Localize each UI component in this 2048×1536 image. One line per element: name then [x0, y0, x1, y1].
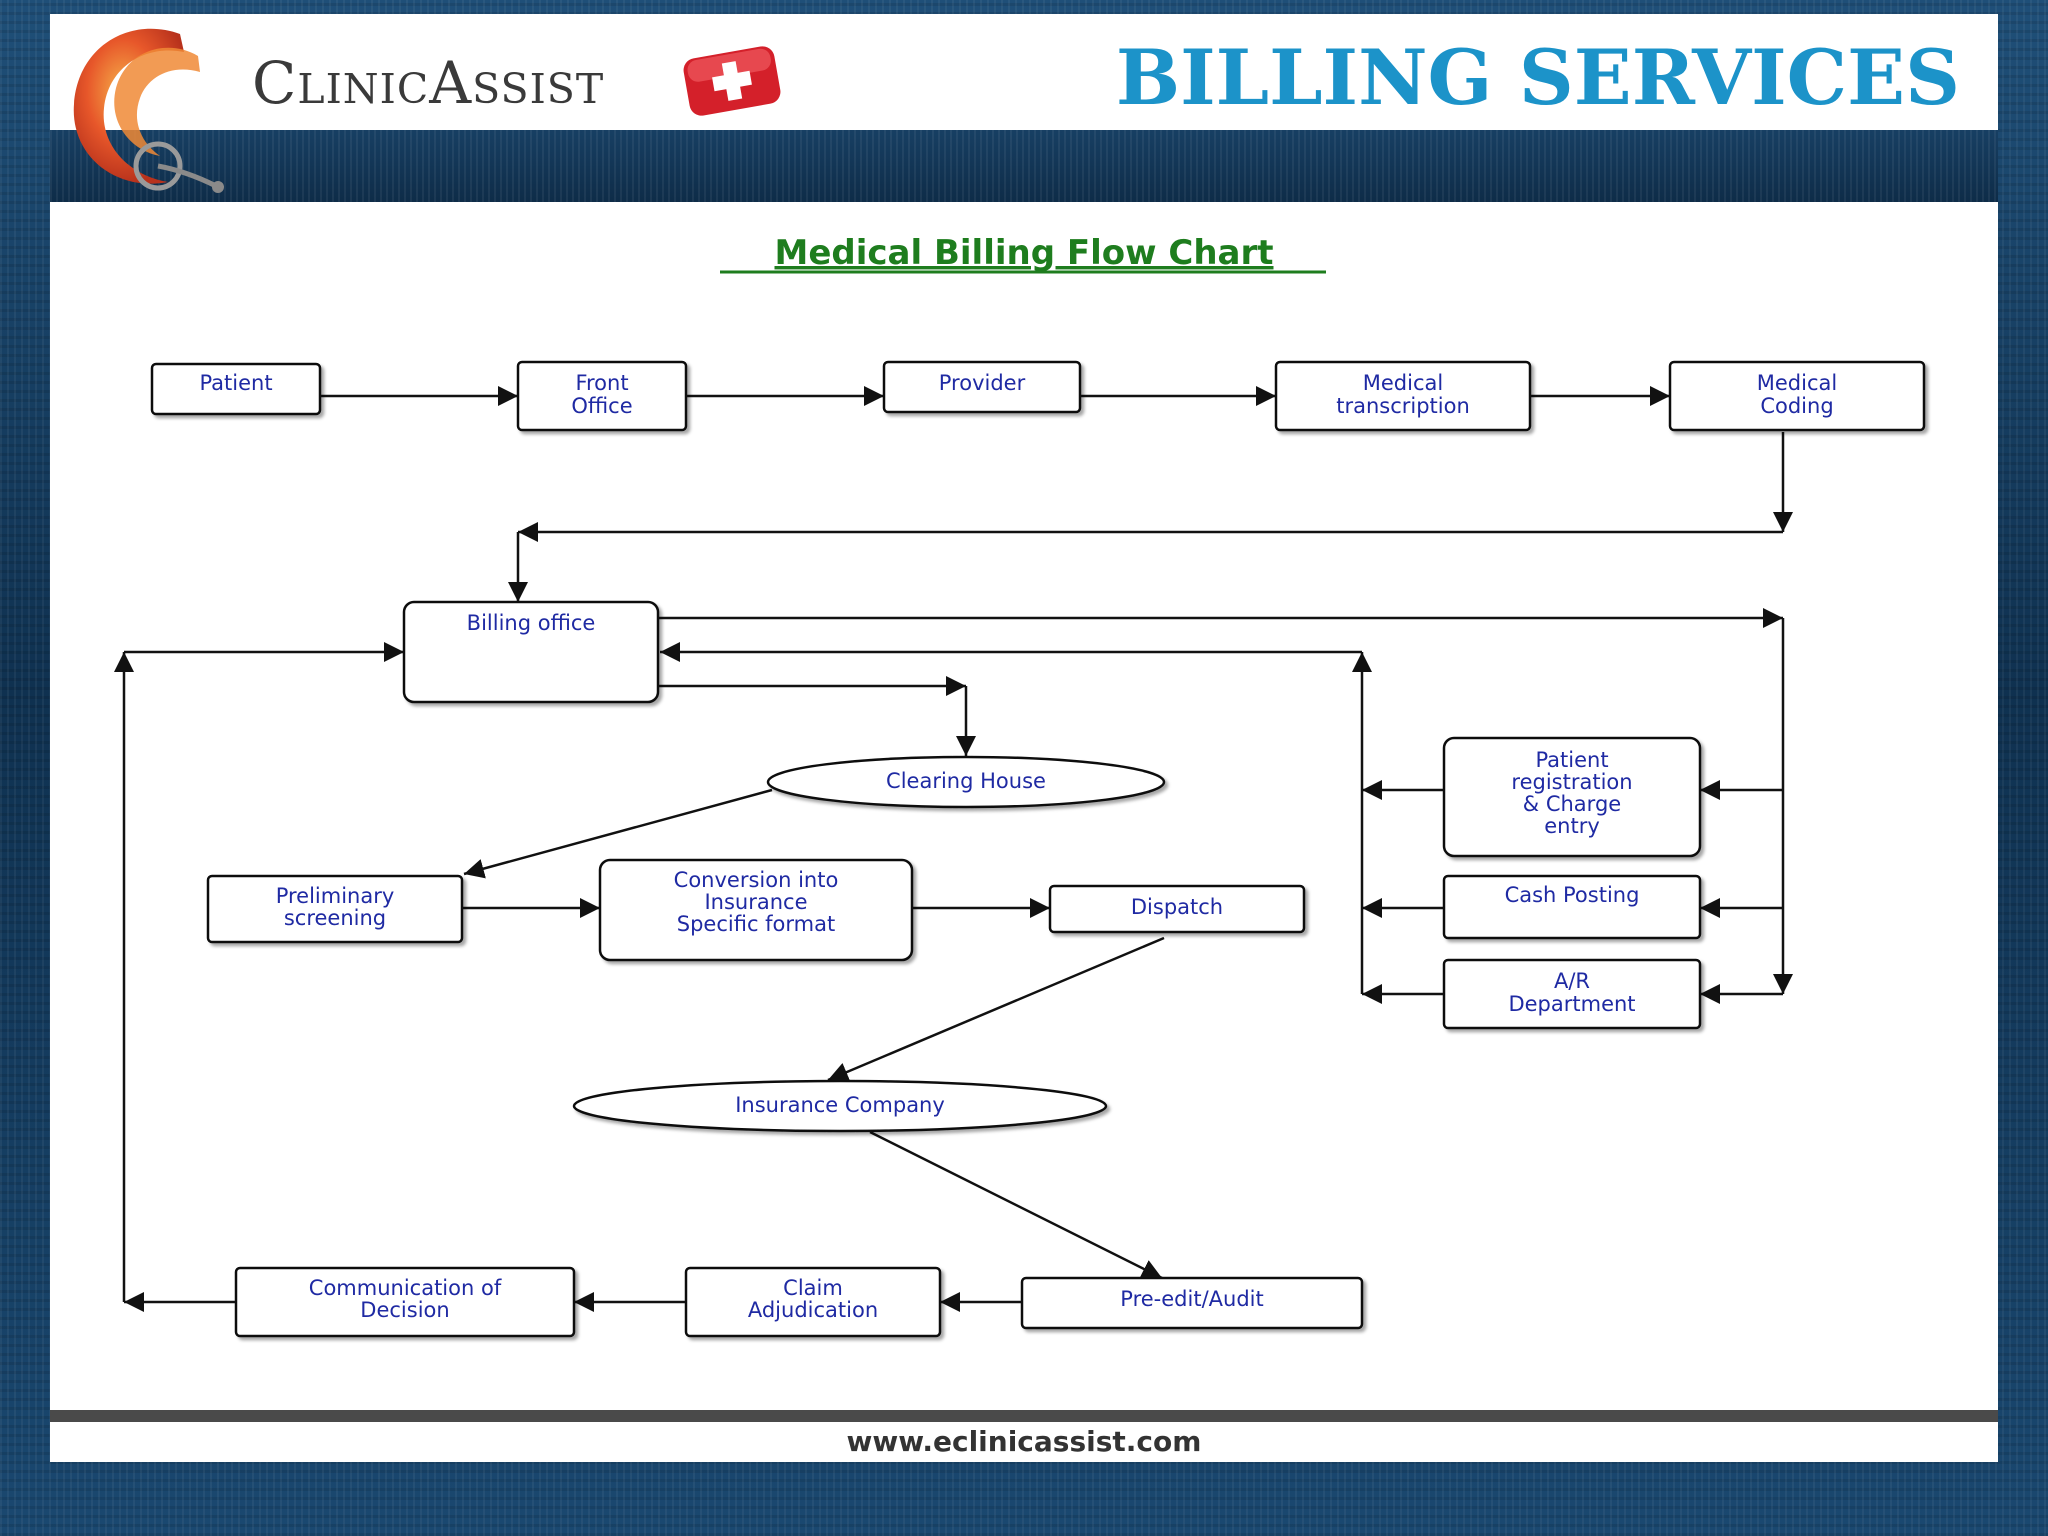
node-preliminary-screening-line-2: screening — [284, 906, 386, 930]
node-patient-registration-line-1: Patient — [1535, 748, 1608, 772]
node-billing-office-label: Billing office — [467, 611, 596, 635]
node-cash-posting: Cash Posting — [1442, 874, 1702, 940]
brand-wordmark: ClinicAssist — [252, 49, 605, 117]
node-communication-line-1: Communication of — [309, 1276, 502, 1300]
node-communication-line-2: Decision — [360, 1298, 449, 1322]
node-communication-of-decision: Communication of Decision — [234, 1266, 576, 1338]
node-pre-edit-audit-label: Pre-edit/Audit — [1120, 1287, 1263, 1311]
node-insurance-company: Insurance Company — [572, 1079, 1108, 1133]
footer-website: www.eclinicassist.com — [846, 1425, 1202, 1458]
node-preliminary-screening-line-1: Preliminary — [276, 884, 395, 908]
node-ar-department-line-1: A/R — [1554, 969, 1590, 993]
node-patient-registration-line-4: entry — [1544, 814, 1600, 838]
node-claim-adjudication-line-1: Claim — [783, 1276, 843, 1300]
footer-divider — [50, 1410, 1998, 1422]
node-patient-registration-line-2: registration — [1511, 770, 1632, 794]
node-billing-office: Billing office — [402, 600, 660, 704]
nodes: Patient Front Office Provider Medical tr… — [150, 360, 1926, 1338]
page-title: BILLING SERVICES — [1115, 33, 1960, 122]
node-front-office-line-2: Office — [571, 394, 632, 418]
node-conversion-line-3: Specific format — [677, 912, 835, 936]
edge-insurance-pre-edit — [869, 1130, 1163, 1280]
node-provider-label: Provider — [939, 371, 1026, 395]
node-medical-transcription: Medical transcription — [1274, 360, 1532, 432]
node-ar-department: A/R Department — [1442, 958, 1702, 1030]
node-preliminary-screening: Preliminary screening — [206, 874, 464, 944]
clinicassist-logo-icon — [73, 28, 224, 193]
node-front-office: Front Office — [516, 360, 688, 432]
node-patient-label: Patient — [199, 371, 272, 395]
node-claim-adjudication-line-2: Adjudication — [748, 1298, 878, 1322]
node-dispatch: Dispatch — [1048, 884, 1306, 934]
node-cash-posting-label: Cash Posting — [1505, 883, 1640, 907]
node-pre-edit-audit: Pre-edit/Audit — [1020, 1276, 1364, 1330]
node-patient-registration-line-3: & Charge — [1523, 792, 1621, 816]
node-ar-department-line-2: Department — [1508, 992, 1635, 1016]
node-provider: Provider — [882, 360, 1082, 414]
node-conversion-line-1: Conversion into — [674, 868, 839, 892]
node-medical-coding: Medical Coding — [1668, 360, 1926, 432]
footer-strip — [50, 1422, 1998, 1462]
header-band — [50, 14, 1998, 130]
node-front-office-line-1: Front — [575, 371, 628, 395]
node-medical-coding-line-1: Medical — [1757, 371, 1837, 395]
connectors — [114, 386, 1793, 1312]
node-medical-transcription-line-1: Medical — [1363, 371, 1443, 395]
node-dispatch-label: Dispatch — [1131, 895, 1223, 919]
node-insurance-company-label: Insurance Company — [735, 1093, 945, 1117]
node-patient-registration: Patient registration & Charge entry — [1442, 736, 1702, 858]
medical-cross-icon — [683, 46, 781, 116]
header-stripe — [50, 130, 1998, 202]
edge-clearing-house-screening — [463, 788, 773, 879]
node-conversion-line-2: Insurance — [704, 890, 807, 914]
node-conversion: Conversion into Insurance Specific forma… — [598, 858, 914, 962]
node-medical-transcription-line-2: transcription — [1336, 394, 1470, 418]
edge-dispatch-insurance — [827, 936, 1165, 1082]
node-clearing-house-label: Clearing House — [886, 769, 1046, 793]
node-clearing-house: Clearing House — [766, 755, 1166, 809]
node-medical-coding-line-2: Coding — [1760, 394, 1833, 418]
node-patient: Patient — [150, 362, 322, 416]
diagram-title: Medical Billing Flow Chart — [775, 233, 1274, 273]
node-claim-adjudication: Claim Adjudication — [684, 1266, 942, 1338]
